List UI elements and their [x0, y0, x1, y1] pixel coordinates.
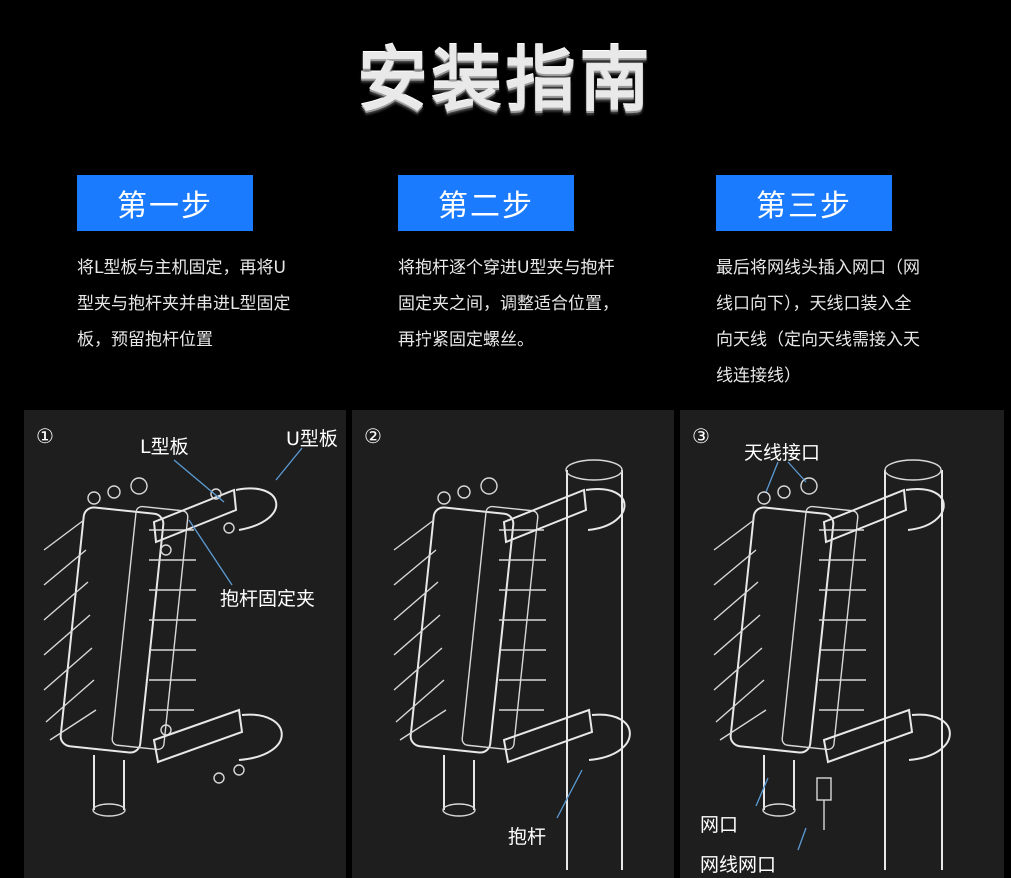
panel-number: ①	[36, 424, 54, 448]
panel-number: ②	[364, 424, 382, 448]
panel-step-3: ③ 天线接口 网口 网线网口	[680, 410, 1004, 878]
page-title: 安装指南	[357, 39, 654, 121]
step-2-tag: 第二步	[398, 175, 574, 231]
panel-number: ③	[692, 424, 710, 448]
pole-clamp-label: 抱杆固定夹	[220, 588, 316, 610]
step-1-tag: 第一步	[77, 175, 253, 231]
step-1-description: 将L型板与主机固定，再将U 型夹与抱杆夹并串进L型固定 板，预留抱杆位置	[77, 258, 291, 350]
step-2-description: 将抱杆逐个穿进U型夹与抱杆 固定夹之间，调整适合位置， 再拧紧固定螺丝。	[398, 258, 619, 350]
step-3-description: 最后将网线头插入网口（网 线口向下），天线口装入全 向天线（定向天线需接入天 线…	[716, 258, 920, 386]
step-3-tag: 第三步	[716, 175, 892, 231]
antenna-port-label: 天线接口	[744, 442, 821, 464]
device-illustration-3	[713, 459, 951, 870]
panel-step-1: ① L型板 U型板 抱杆固定夹	[24, 410, 346, 878]
cable-port-label: 网线网口	[700, 854, 777, 876]
lan-port-label: 网口	[700, 814, 739, 836]
l-plate-label: L型板	[140, 436, 189, 458]
device-illustration-1	[43, 447, 303, 817]
pole-label: 抱杆	[508, 826, 547, 848]
panel-step-2: ② 抱杆	[352, 410, 674, 878]
install-guide: 安装指南 第一步 第二步 第三步 将L型板与主机固定，再将U 型夹与抱杆夹并串进…	[7, 6, 1004, 878]
u-plate-label: U型板	[286, 428, 338, 450]
device-illustration-2	[393, 459, 631, 870]
